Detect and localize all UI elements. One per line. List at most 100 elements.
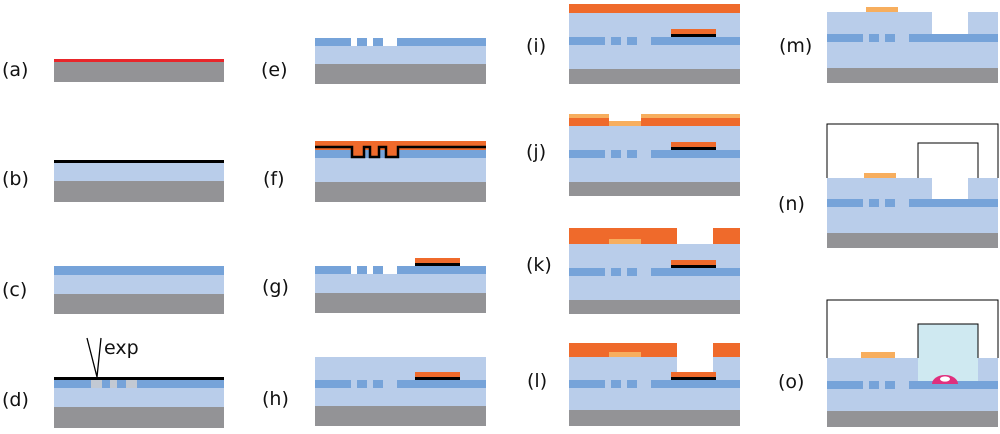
step-l: (l) (527, 343, 740, 426)
resist-pad (671, 372, 716, 377)
metal-pad (609, 239, 641, 244)
waveguide-segment (397, 380, 486, 388)
waveguide-segment (651, 150, 740, 158)
step-label-j: (j) (526, 141, 546, 163)
waveguide-segment (827, 199, 863, 207)
cladding-layer (315, 46, 486, 64)
waveguide-layer (54, 266, 224, 275)
step-o: (o) (778, 299, 999, 427)
exposure-label: exp (104, 337, 139, 359)
waveguide-segment (373, 266, 383, 274)
waveguide-segment (627, 37, 637, 45)
substrate-layer (827, 233, 998, 248)
metal-film (671, 34, 716, 37)
waveguide-segment (569, 380, 605, 388)
waveguide-segment (373, 38, 383, 46)
exposed-region (110, 380, 117, 388)
cladding-trench-floor (932, 42, 968, 68)
substrate-layer (315, 293, 486, 313)
step-label-o: (o) (778, 371, 804, 393)
pdms-cover-outline (826, 299, 999, 358)
substrate-layer (54, 62, 224, 82)
step-label-c: (c) (2, 279, 27, 301)
substrate-layer (827, 411, 998, 427)
waveguide-segment (909, 381, 998, 389)
waveguide-segment (651, 380, 740, 388)
step-b: (b) (2, 160, 224, 202)
waveguide-layer (315, 150, 486, 158)
microchannel-outline (917, 142, 979, 178)
metal-film (415, 263, 460, 266)
waveguide-segment (651, 37, 740, 45)
resist-pad (671, 29, 716, 34)
resist-layer (315, 141, 486, 150)
step-label-e: (e) (261, 59, 288, 81)
metal-layer (569, 114, 609, 118)
black-film (54, 377, 224, 380)
step-k: (k) (526, 228, 740, 314)
waveguide-segment (611, 268, 621, 276)
substrate-layer (315, 64, 486, 84)
waveguide-segment (885, 381, 895, 389)
resist-pad (671, 142, 716, 147)
step-n: (n) (778, 123, 999, 248)
resist-layer (569, 343, 677, 357)
step-label-k: (k) (526, 254, 552, 276)
metal-layer (641, 114, 740, 118)
waveguide-segment (611, 380, 621, 388)
step-m: (m) (779, 7, 998, 83)
step-label-n: (n) (778, 193, 805, 215)
substrate-layer (315, 406, 486, 426)
metal-film (671, 265, 716, 268)
exposure-beam (86, 337, 102, 378)
cladding-layer (315, 274, 486, 293)
resist-pad (415, 372, 460, 377)
waveguide-segment (569, 37, 605, 45)
waveguide-segment (373, 380, 383, 388)
step-label-b: (b) (2, 168, 29, 190)
resist-fill (387, 150, 397, 158)
red-film (54, 59, 224, 62)
waveguide-segment (869, 34, 879, 42)
step-j: (j) (526, 114, 740, 196)
resist-fill (353, 150, 363, 158)
step-label-f: (f) (263, 168, 285, 190)
step-e: (e) (261, 38, 486, 84)
substrate-layer (315, 182, 486, 202)
resist-layer (713, 343, 740, 357)
resist-fill (371, 150, 378, 158)
waveguide-segment (569, 268, 605, 276)
waveguide-segment (357, 38, 367, 46)
waveguide-segment (315, 266, 351, 274)
substrate-layer (827, 68, 998, 83)
waveguide-segment (397, 266, 486, 274)
waveguide-segment (569, 150, 605, 158)
waveguide-segment (885, 199, 895, 207)
step-label-l: (l) (527, 370, 547, 392)
resist-pad (415, 258, 460, 263)
waveguide-segment (827, 34, 863, 42)
waveguide-segment (315, 380, 351, 388)
substrate-layer (54, 407, 224, 428)
resist-layer (569, 4, 740, 13)
step-label-d: (d) (2, 389, 29, 411)
waveguide-segment (627, 268, 637, 276)
pdms-cover-outline (826, 123, 999, 178)
waveguide-segment (869, 381, 879, 389)
step-f: (f) (263, 141, 486, 202)
metal-film (671, 147, 716, 150)
metal-pad (609, 352, 641, 357)
cladding-trench-floor (932, 207, 968, 233)
substrate-layer (569, 69, 740, 84)
metal-layer (609, 121, 641, 126)
step-label-i: (i) (526, 35, 546, 57)
step-h: (h) (262, 357, 486, 426)
microchannel-outline (917, 323, 979, 358)
metal-pad (864, 173, 896, 178)
black-film (54, 160, 224, 163)
waveguide-segment (315, 38, 351, 46)
substrate-layer (569, 300, 740, 314)
step-label-m: (m) (779, 35, 812, 57)
waveguide-segment (357, 266, 367, 274)
resist-layer (713, 228, 740, 244)
